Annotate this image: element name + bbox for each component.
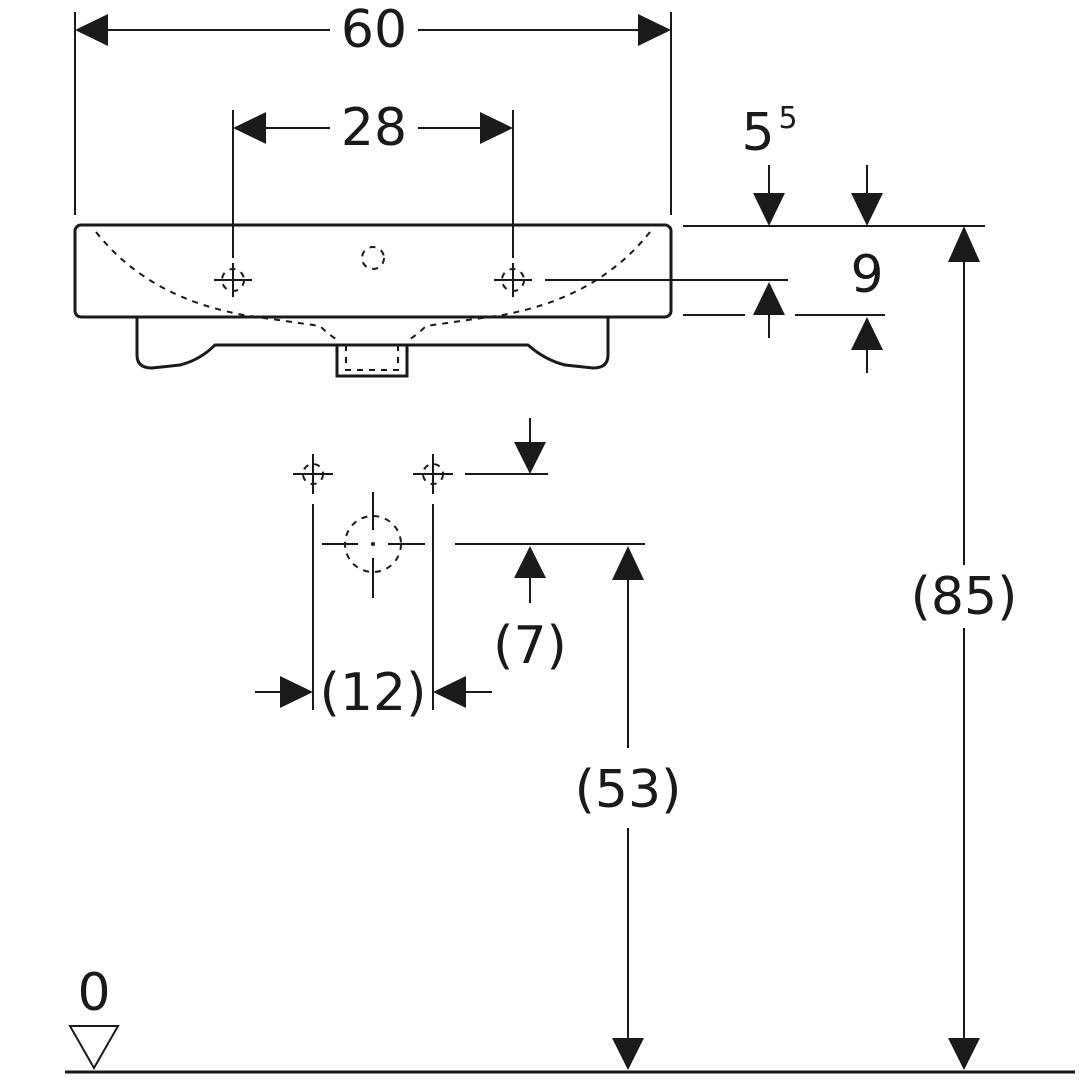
dimension-label-drain-height: (53): [575, 760, 682, 820]
dimension-width-total: 60: [74, 0, 672, 215]
dimension-label-tap-spacing: 28: [341, 98, 407, 158]
arrow-right: [480, 112, 513, 144]
dimension-label-supply-spacing: (12): [320, 663, 427, 723]
supply-left-marker: [293, 454, 333, 494]
dimension-label-rim-offset-sup: 5: [778, 101, 797, 136]
tap-hole-left: [214, 263, 252, 297]
floor-level-label: 0: [77, 963, 110, 1023]
supply-right-marker: [413, 454, 453, 494]
arrow-left: [75, 14, 108, 46]
dimension-rim-offset: 5 5: [683, 101, 985, 227]
washbasin-body: [73, 223, 673, 378]
drain-connection-marker: [322, 492, 425, 598]
tap-hole-right: [494, 263, 532, 297]
dimension-tap-spacing: 28: [232, 98, 514, 258]
dimension-label-drain-offset: (7): [493, 616, 567, 676]
dimension-label-rim-height: (85): [911, 567, 1018, 627]
dimension-label-width: 60: [341, 0, 407, 60]
dimension-rim-height: (85): [911, 226, 1018, 1070]
arrow-left: [233, 112, 266, 144]
dimension-label-basin-height: 9: [850, 245, 883, 305]
arrow-right: [638, 14, 671, 46]
dimension-drain-offset: (7): [455, 543, 645, 676]
supply-connections: [293, 418, 548, 494]
floor-level-reference: 0: [65, 963, 1075, 1074]
dimension-basin-height: 9: [545, 245, 885, 373]
dimension-drain-height: (53): [575, 546, 682, 1070]
level-marker-icon: [68, 1025, 120, 1071]
dimension-supply-spacing: (12): [255, 504, 492, 723]
dimension-label-rim-offset: 5: [741, 103, 774, 163]
overflow-hole: [361, 246, 385, 270]
drain-outlet: [335, 345, 409, 378]
